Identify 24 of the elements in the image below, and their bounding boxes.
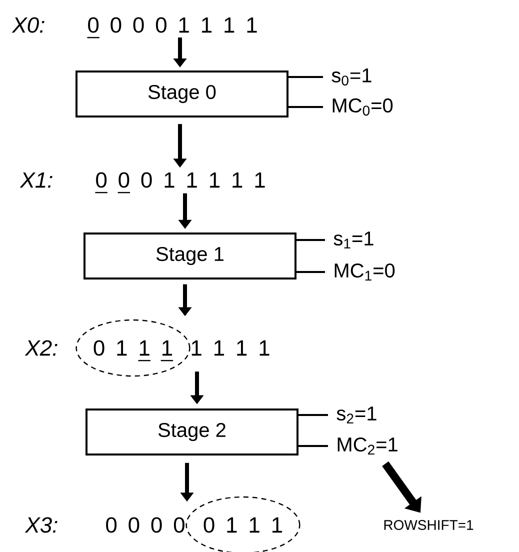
- row-label: X2:: [24, 340, 58, 356]
- leader-line: [298, 445, 328, 447]
- row-label: X0:: [12, 17, 44, 33]
- stage-box: Stage 1: [84, 232, 296, 280]
- leader-line: [296, 271, 325, 273]
- stage-box: Stage 0: [76, 70, 288, 118]
- row-label: X3:: [24, 517, 58, 533]
- leader-line: [288, 76, 323, 78]
- leader-line: [296, 239, 325, 241]
- leader-line: [288, 106, 323, 108]
- output-signal: s$_{0}$=1: [332, 68, 372, 86]
- output-signal: s$_{2}$=1: [336, 406, 376, 424]
- stage-box: Stage 2: [86, 408, 298, 456]
- output-signal: MC$_{0}$=0: [332, 98, 393, 116]
- row-label: X1:: [20, 172, 52, 188]
- bit-string: 0 0 0 0: [106, 517, 184, 533]
- output-signal: ROWSHIFT=1: [384, 520, 474, 530]
- leader-line: [298, 414, 328, 416]
- bit-string: 0 0 0 1 1 1 1 1: [96, 172, 265, 188]
- output-signal: MC$_{1}$=0: [334, 263, 395, 281]
- bit-string: 1 1 1 1: [192, 340, 270, 356]
- output-signal: s$_{1}$=1: [334, 232, 374, 248]
- output-signal: MC$_{2}$=1: [338, 437, 398, 455]
- bit-string: 0 0 0 0 1 1 1 1: [88, 17, 257, 33]
